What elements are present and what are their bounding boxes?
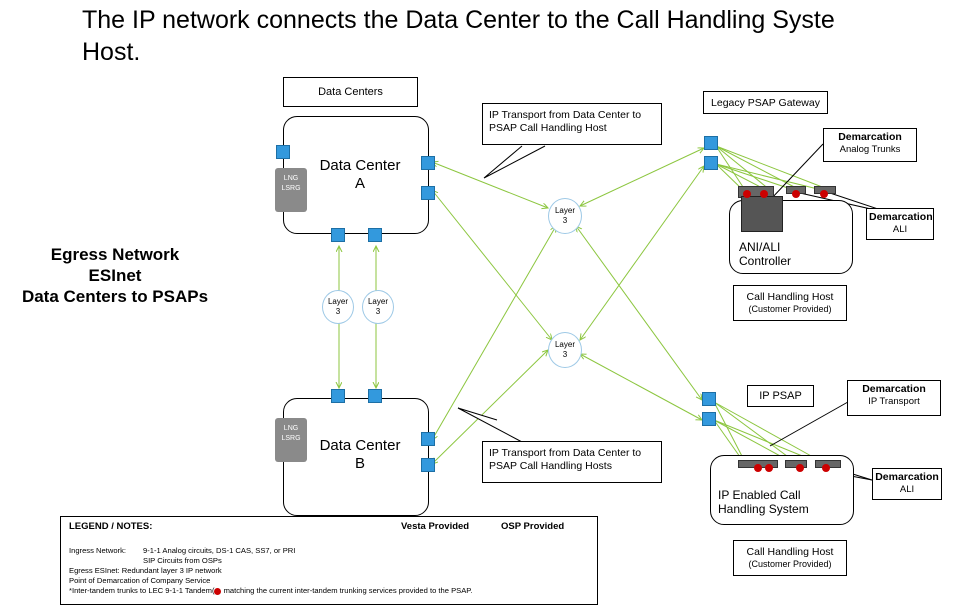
switch-icon <box>276 145 290 159</box>
headline-line-2: Host. <box>82 38 141 66</box>
legend-ingress-text-2: SIP Circuits from OSPs <box>143 556 222 565</box>
callout-top: IP Transport from Data Center to PSAP Ca… <box>482 103 662 145</box>
switch-icon <box>368 389 382 403</box>
demarcation-analog-trunks: Demarcation Analog Trunks <box>823 128 917 162</box>
link-dcb-l3bottom <box>432 350 548 464</box>
link-dcb-l3top <box>432 226 556 440</box>
demarcation-dot <box>754 464 762 472</box>
switch-icon <box>702 392 716 406</box>
egress-line-1: Egress Network <box>50 245 180 264</box>
call-handling-host-bottom: Call Handling Host (Customer Provided) <box>733 540 847 576</box>
data-center-a <box>283 116 429 234</box>
switch-icon <box>421 458 435 472</box>
ani-ali-controller-label: ANI/ALI Controller <box>739 240 792 268</box>
lsrg-device-b: LNG LSRG <box>275 418 307 462</box>
headline: The IP network connects the Data Center … <box>82 4 956 68</box>
switch-icon <box>421 186 435 200</box>
legend: LEGEND / NOTES: Vesta Provided OSP Provi… <box>60 516 598 605</box>
link-l3bottom-ippsap <box>580 354 702 420</box>
demarcation-dot <box>765 464 773 472</box>
link-dca-l3bottom <box>432 190 552 340</box>
ip-psap-label: IP PSAP <box>747 385 814 407</box>
data-center-a-letter: A <box>354 175 365 192</box>
legend-osp-header: OSP Provided <box>501 521 565 532</box>
legend-ingress-label: Ingress Network: <box>69 546 126 555</box>
data-center-b-title: Data Center <box>319 437 401 454</box>
demarcation-ali-bottom: Demarcation ALI <box>872 468 942 500</box>
legend-note: *Inter-tandem trunks to LEC 9-1-1 Tandem… <box>69 586 473 595</box>
data-center-b-letter: B <box>354 455 365 472</box>
data-center-a-title: Data Center <box>319 157 401 174</box>
data-center-b-label: Data Center B <box>300 437 420 473</box>
switch-icon <box>331 228 345 242</box>
legend-ingress-text-1: 9-1-1 Analog circuits, DS-1 CAS, SS7, or… <box>143 546 296 555</box>
demarcation-dot <box>743 190 751 198</box>
legend-vesta-header: Vesta Provided <box>401 521 470 532</box>
controller-device <box>741 196 783 232</box>
data-center-a-label: Data Center A <box>300 157 420 193</box>
egress-line-2: ESInet <box>88 266 142 285</box>
switch-icon <box>704 156 718 170</box>
link-l3top-ippsap <box>576 226 702 400</box>
headline-line-1: The IP network connects the Data Center … <box>82 6 835 34</box>
switch-icon <box>702 412 716 426</box>
switch-icon <box>368 228 382 242</box>
link-l3top-legacy <box>580 148 704 206</box>
demarcation-dot <box>796 464 804 472</box>
switch-icon <box>421 156 435 170</box>
demarcation-dot <box>792 190 800 198</box>
demarcation-dot <box>822 464 830 472</box>
legacy-psap-gateway-label: Legacy PSAP Gateway <box>703 91 828 114</box>
demarcation-ali-top: Demarcation ALI <box>866 208 934 240</box>
legend-title: LEGEND / NOTES: <box>69 521 153 532</box>
demarcation-dot <box>760 190 768 198</box>
link-l3bottom-legacy <box>580 166 704 340</box>
demarcation-dot <box>820 190 828 198</box>
call-handling-host-top: Call Handling Host (Customer Provided) <box>733 285 847 321</box>
link-dca-l3top <box>432 162 548 208</box>
switch-icon <box>704 136 718 150</box>
ip-enabled-call-handling-label: IP Enabled Call Handling System <box>718 488 809 516</box>
egress-title: Egress Network ESInet Data Centers to PS… <box>0 244 230 307</box>
callout-bottom: IP Transport from Data Center to PSAP Ca… <box>482 441 662 483</box>
data-centers-label: Data Centers <box>283 77 418 107</box>
legend-egress-text: Egress ESInet: Redundant layer 3 IP netw… <box>69 566 222 575</box>
callout-top-pointer <box>483 145 546 179</box>
egress-line-3: Data Centers to PSAPs <box>21 287 209 306</box>
demarcation-ip-transport: Demarcation IP Transport <box>847 380 941 416</box>
switch-icon <box>421 432 435 446</box>
legend-demarc-text: Point of Demarcation of Company Service <box>69 576 211 585</box>
demarcation-dot-icon <box>214 587 222 595</box>
lsrg-device-a: LNG LSRG <box>275 168 307 212</box>
callout-bottom-pointer <box>457 407 523 443</box>
data-center-b <box>283 398 429 516</box>
switch-icon <box>331 389 345 403</box>
